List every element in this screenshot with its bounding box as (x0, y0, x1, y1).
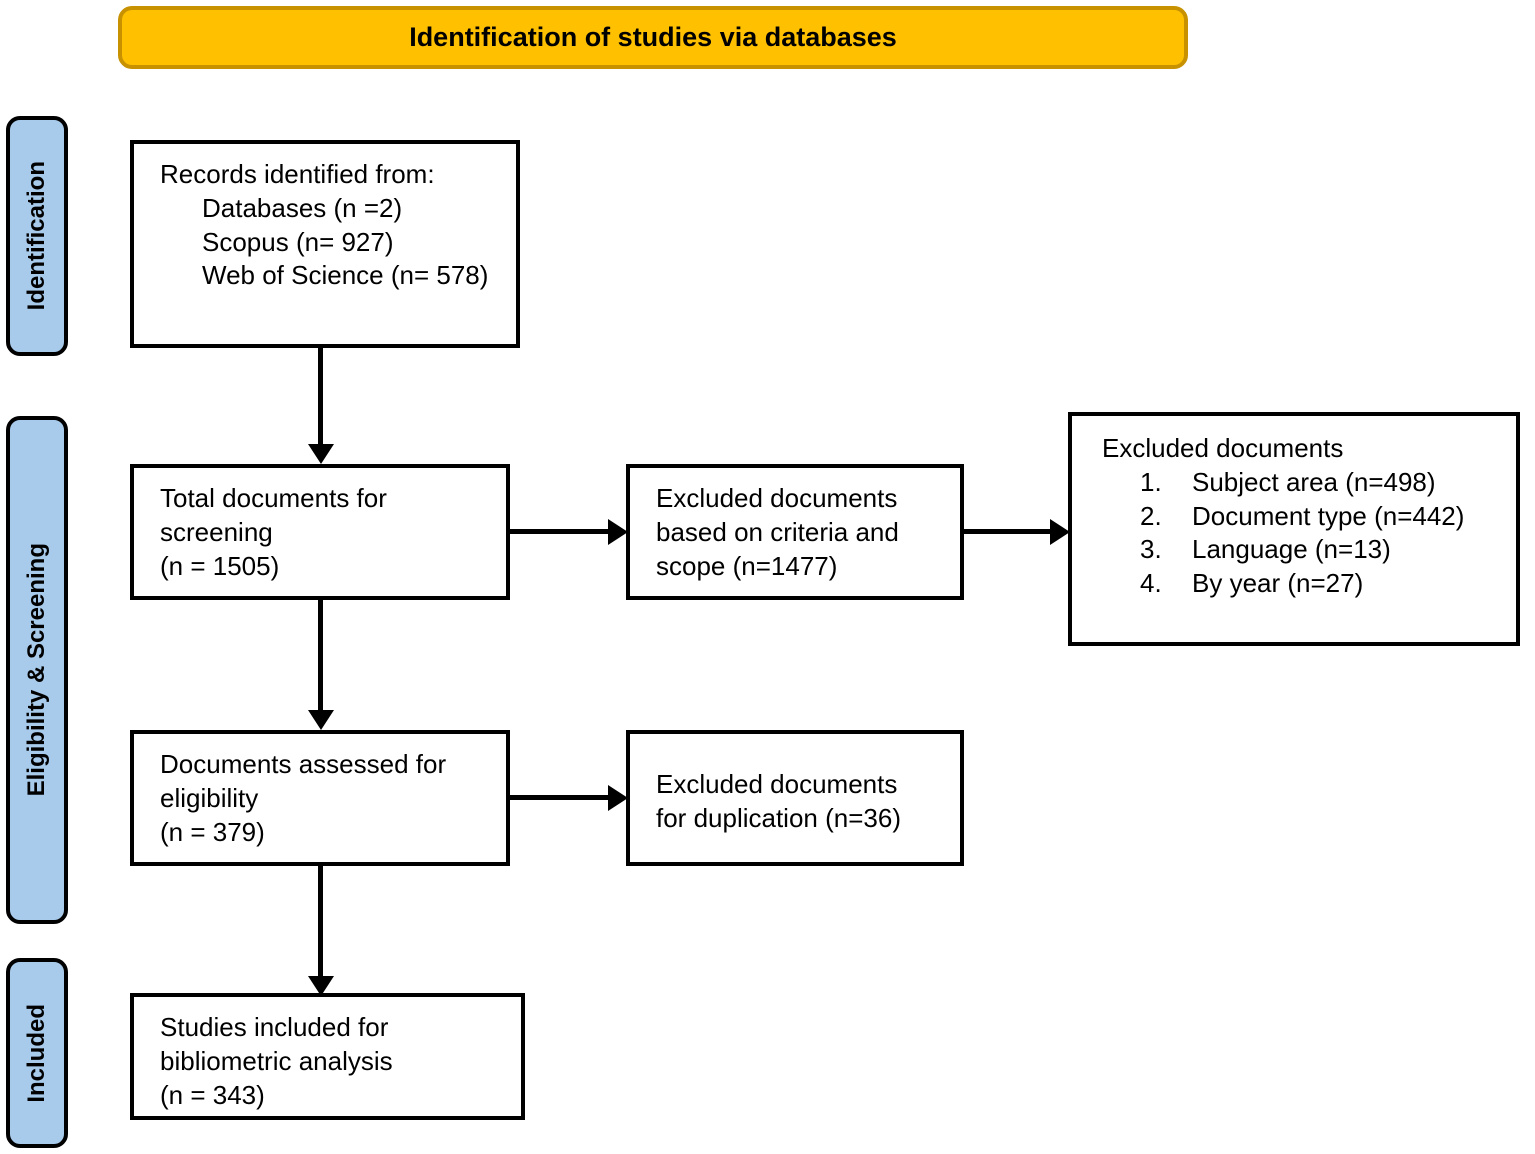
excluded-duplication-line-2: for duplication (n=36) (656, 802, 901, 833)
excluded-detail-item-1-number: 1. (1140, 466, 1162, 497)
list-item: 2. Document type (n=442) (1102, 500, 1504, 534)
list-item: 1. Subject area (n=498) (1102, 466, 1504, 500)
records-identified-line-1: Records identified from: (160, 159, 435, 189)
records-identified-line-2: Databases (n =2) (202, 192, 403, 223)
stage-label-eligibility-screening: Eligibility & Screening (6, 416, 68, 924)
studies-included-line-2: bibliometric analysis (160, 1045, 393, 1076)
excluded-criteria-line-1: Excluded documents (656, 483, 898, 513)
stage-label-eligibility-screening-text: Eligibility & Screening (23, 543, 50, 797)
list-item: 3. Language (n=13) (1102, 533, 1504, 567)
total-screening-line-3: (n = 1505) (160, 550, 280, 581)
arrowhead-screening-to-eligibility (308, 710, 334, 730)
arrowhead-eligibility-to-duplication (608, 785, 628, 811)
records-identified-line-3: Scopus (n= 927) (202, 226, 394, 257)
total-screening-line-2: screening (160, 516, 273, 547)
box-assessed-eligibility: Documents assessed for eligibility (n = … (130, 730, 510, 866)
box-excluded-detail: Excluded documents 1. Subject area (n=49… (1068, 412, 1520, 646)
records-identified-line-4: Web of Science (n= 578) (202, 260, 489, 291)
box-excluded-duplication: Excluded documents for duplication (n=36… (626, 730, 964, 866)
stage-label-included-text: Included (23, 1003, 50, 1103)
box-total-documents-screening: Total documents for screening (n = 1505) (130, 464, 510, 600)
assessed-eligibility-line-2: eligibility (160, 782, 259, 813)
excluded-criteria-line-2: based on criteria and (656, 516, 899, 547)
box-studies-included: Studies included for bibliometric analys… (130, 993, 525, 1120)
studies-included-line-3: (n = 343) (160, 1079, 265, 1110)
arrowhead-eligibility-to-included (308, 976, 334, 996)
connector-screening-to-eligibility (318, 600, 323, 712)
excluded-detail-list: 1. Subject area (n=498) 2. Document type… (1102, 466, 1504, 601)
connector-records-to-screening (318, 348, 323, 446)
excluded-detail-item-3-text: Language (n=13) (1192, 534, 1391, 565)
stage-label-included: Included (6, 958, 68, 1148)
excluded-criteria-line-3: scope (n=1477) (656, 550, 838, 581)
excluded-detail-item-4-text: By year (n=27) (1192, 568, 1364, 599)
excluded-detail-item-2-number: 2. (1140, 500, 1162, 531)
arrowhead-screening-to-excluded-criteria (608, 519, 628, 545)
excluded-detail-item-1-text: Subject area (n=498) (1192, 466, 1436, 497)
connector-eligibility-to-included (318, 866, 323, 978)
arrowhead-records-to-screening (308, 444, 334, 464)
excluded-detail-title: Excluded documents (1102, 433, 1344, 463)
stage-label-identification-text: Identification (23, 161, 50, 311)
excluded-detail-item-4-number: 4. (1140, 568, 1162, 599)
excluded-detail-item-2-text: Document type (n=442) (1192, 500, 1465, 531)
excluded-duplication-line-1: Excluded documents (656, 769, 898, 799)
diagram-title: Identification of studies via databases (409, 22, 897, 52)
diagram-header-banner: Identification of studies via databases (118, 6, 1188, 69)
list-item: 4. By year (n=27) (1102, 567, 1504, 601)
total-screening-line-1: Total documents for (160, 483, 387, 513)
connector-screening-to-excluded-criteria (510, 529, 610, 534)
connector-eligibility-to-duplication (510, 795, 610, 800)
assessed-eligibility-line-1: Documents assessed for (160, 749, 447, 779)
arrowhead-excluded-criteria-to-detail (1050, 519, 1070, 545)
connector-excluded-criteria-to-detail (964, 529, 1052, 534)
studies-included-line-1: Studies included for (160, 1012, 389, 1042)
assessed-eligibility-line-3: (n = 379) (160, 816, 265, 847)
stage-label-identification: Identification (6, 116, 68, 356)
excluded-detail-item-3-number: 3. (1140, 534, 1162, 565)
box-excluded-criteria: Excluded documents based on criteria and… (626, 464, 964, 600)
box-records-identified: Records identified from: Databases (n =2… (130, 140, 520, 348)
